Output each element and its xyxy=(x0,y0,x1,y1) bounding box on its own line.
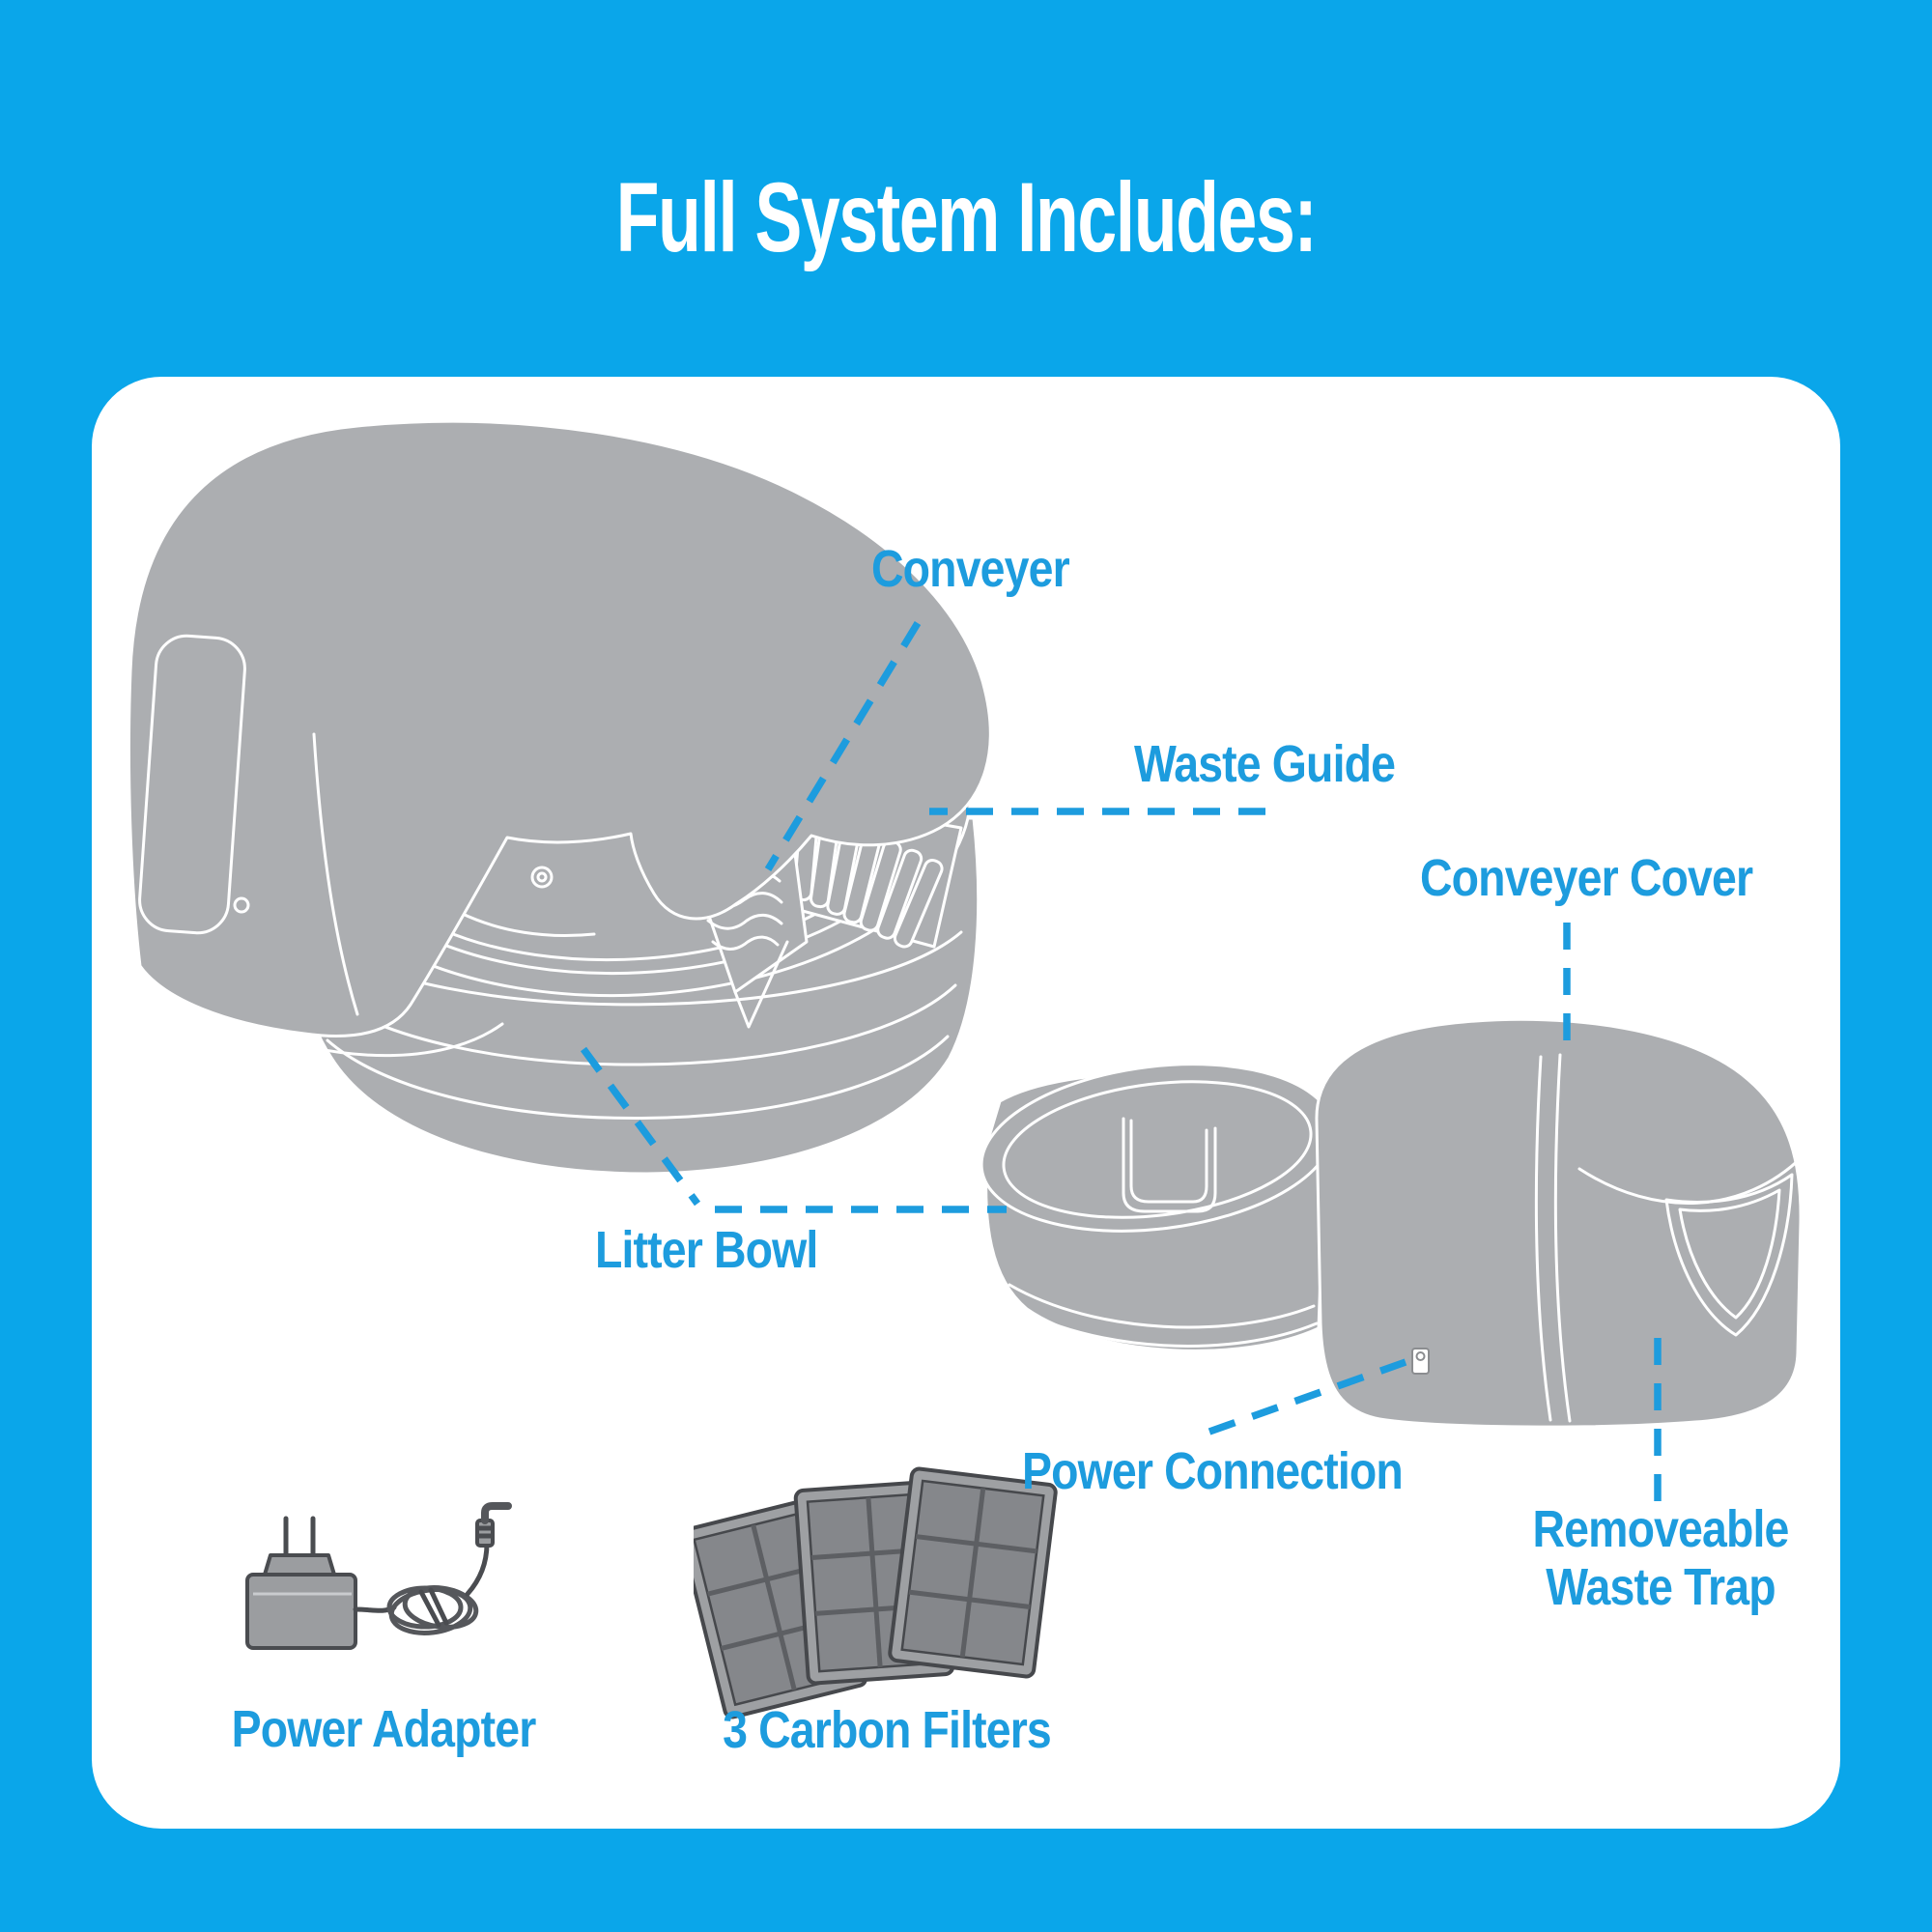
leader-power-connection xyxy=(1208,1358,1407,1435)
cable-coil-icon xyxy=(353,1541,490,1635)
label-conveyer: Conveyer xyxy=(871,540,1070,598)
label-carbon-filters: 3 Carbon Filters xyxy=(723,1701,1052,1759)
carbon-filters-illustration xyxy=(694,1466,1058,1719)
assembled-unit-illustration xyxy=(980,1017,1804,1429)
litter-bowl-unit-illustration xyxy=(127,419,992,1174)
leader-litter-bowl xyxy=(580,1046,1007,1213)
label-power-connection: Power Connection xyxy=(1022,1442,1404,1500)
waste-trap-handle xyxy=(1577,1155,1804,1337)
conveyer-head xyxy=(127,419,992,1037)
page-title: Full System Includes: xyxy=(615,162,1318,272)
label-waste-guide: Waste Guide xyxy=(1134,735,1396,793)
power-adapter-illustration xyxy=(245,1502,512,1650)
label-litter-bowl: Litter Bowl xyxy=(595,1221,818,1279)
barrel-connector-icon xyxy=(475,1502,512,1548)
conveyer-cover-shape xyxy=(1315,1017,1803,1429)
plug-icon xyxy=(245,1516,357,1650)
label-removeable-waste-trap: Removeable Waste Trap xyxy=(1494,1500,1827,1617)
leader-conveyer xyxy=(764,621,922,871)
power-port-icon xyxy=(1411,1348,1430,1375)
label-removeable-waste-trap-line1: Removeable xyxy=(1532,1500,1789,1558)
label-removeable-waste-trap-line2: Waste Trap xyxy=(1546,1558,1776,1617)
filter-card xyxy=(888,1466,1058,1679)
label-conveyer-cover: Conveyer Cover xyxy=(1420,849,1753,907)
label-power-adapter: Power Adapter xyxy=(231,1700,537,1758)
